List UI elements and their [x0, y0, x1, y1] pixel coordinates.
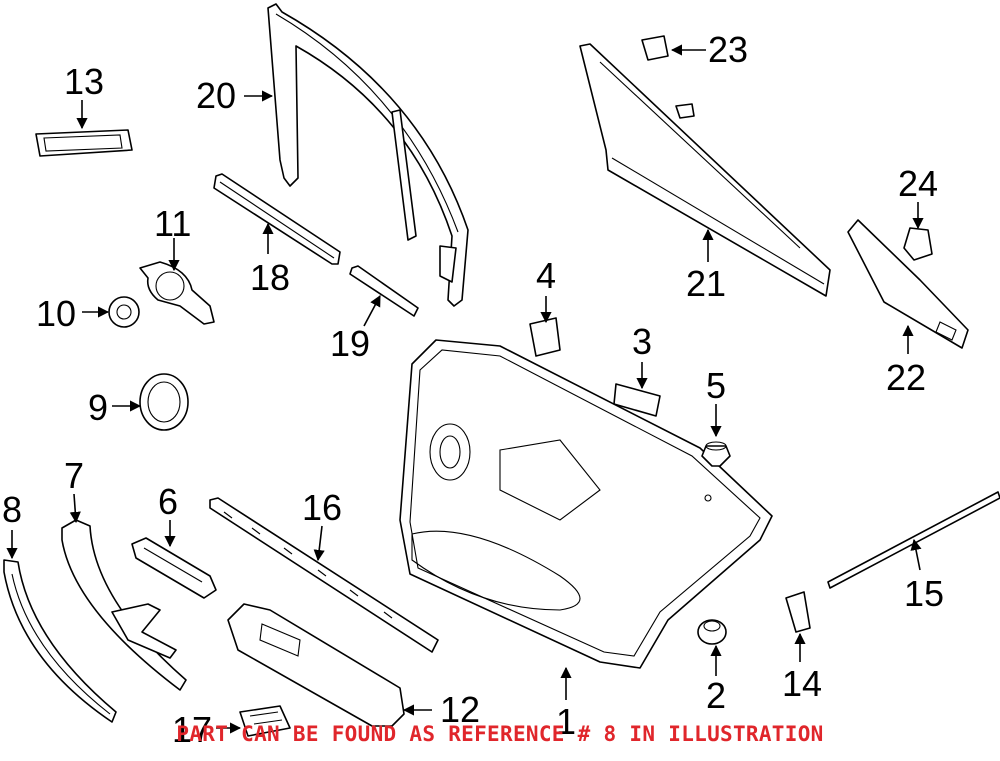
part-12-armrest-panel	[227, 603, 405, 727]
callout-22: 22	[886, 357, 926, 398]
callout-10: 10	[36, 293, 76, 334]
part-11-speaker-bracket	[139, 261, 215, 325]
part-10-ring-clip	[108, 296, 140, 328]
part-23-clip	[641, 35, 669, 61]
part-14-bracket	[785, 591, 811, 633]
part-18-belt-molding	[213, 173, 341, 265]
callout-17: 17	[172, 709, 212, 750]
callout-5: 5	[706, 365, 726, 406]
callout-15: 15	[904, 573, 944, 614]
callout-24: 24	[898, 163, 938, 204]
callout-12: 12	[440, 689, 480, 730]
callout-13: 13	[64, 61, 104, 102]
callout-23: 23	[708, 29, 748, 70]
callout-3: 3	[632, 321, 652, 362]
part-13-courtesy-light	[35, 129, 133, 157]
arrow-15	[910, 538, 922, 571]
part-24-cap	[903, 227, 933, 261]
callout-21: 21	[686, 263, 726, 304]
part-8-curved-trim	[3, 559, 117, 723]
arrow-16	[313, 525, 325, 562]
arrow-19	[363, 295, 381, 327]
part-5-push-pin	[701, 441, 731, 467]
part-1-door-trim-panel	[399, 339, 773, 669]
callout-1: 1	[556, 701, 576, 742]
callout-2: 2	[706, 675, 726, 716]
callout-20: 20	[196, 75, 236, 116]
callout-6: 6	[158, 481, 178, 522]
part-16-sill-molding	[209, 497, 439, 653]
part-3-retainer	[613, 383, 661, 417]
leader-arrows	[6, 44, 924, 734]
callout-labels: 13 20 18 19 11 10 9 8 7 6 16 12 17 1 4 3…	[2, 29, 944, 750]
callout-8: 8	[2, 489, 22, 530]
arrow-7	[69, 493, 81, 524]
part-6-pull-handle	[131, 537, 217, 599]
part-2-push-nut	[697, 619, 727, 645]
part-21-sunshade	[579, 43, 831, 297]
callout-16: 16	[302, 487, 342, 528]
part-9-speaker-grille	[139, 373, 189, 431]
callout-4: 4	[536, 255, 556, 296]
part-17-window-switch	[239, 705, 291, 737]
callout-7: 7	[64, 455, 84, 496]
part-4-clip	[529, 317, 561, 357]
part-7-armrest-trim	[61, 519, 187, 691]
callout-18: 18	[250, 257, 290, 298]
callout-14: 14	[782, 663, 822, 704]
part-19-trim-strip	[349, 265, 419, 317]
callout-19: 19	[330, 323, 370, 364]
reference-notice: PART CAN BE FOUND AS REFERENCE # 8 IN IL…	[176, 722, 824, 746]
callout-11: 11	[154, 203, 191, 244]
part-20-window-frame-seal	[267, 3, 469, 307]
callout-9: 9	[88, 387, 108, 428]
part-22-trim-panel	[847, 219, 969, 349]
